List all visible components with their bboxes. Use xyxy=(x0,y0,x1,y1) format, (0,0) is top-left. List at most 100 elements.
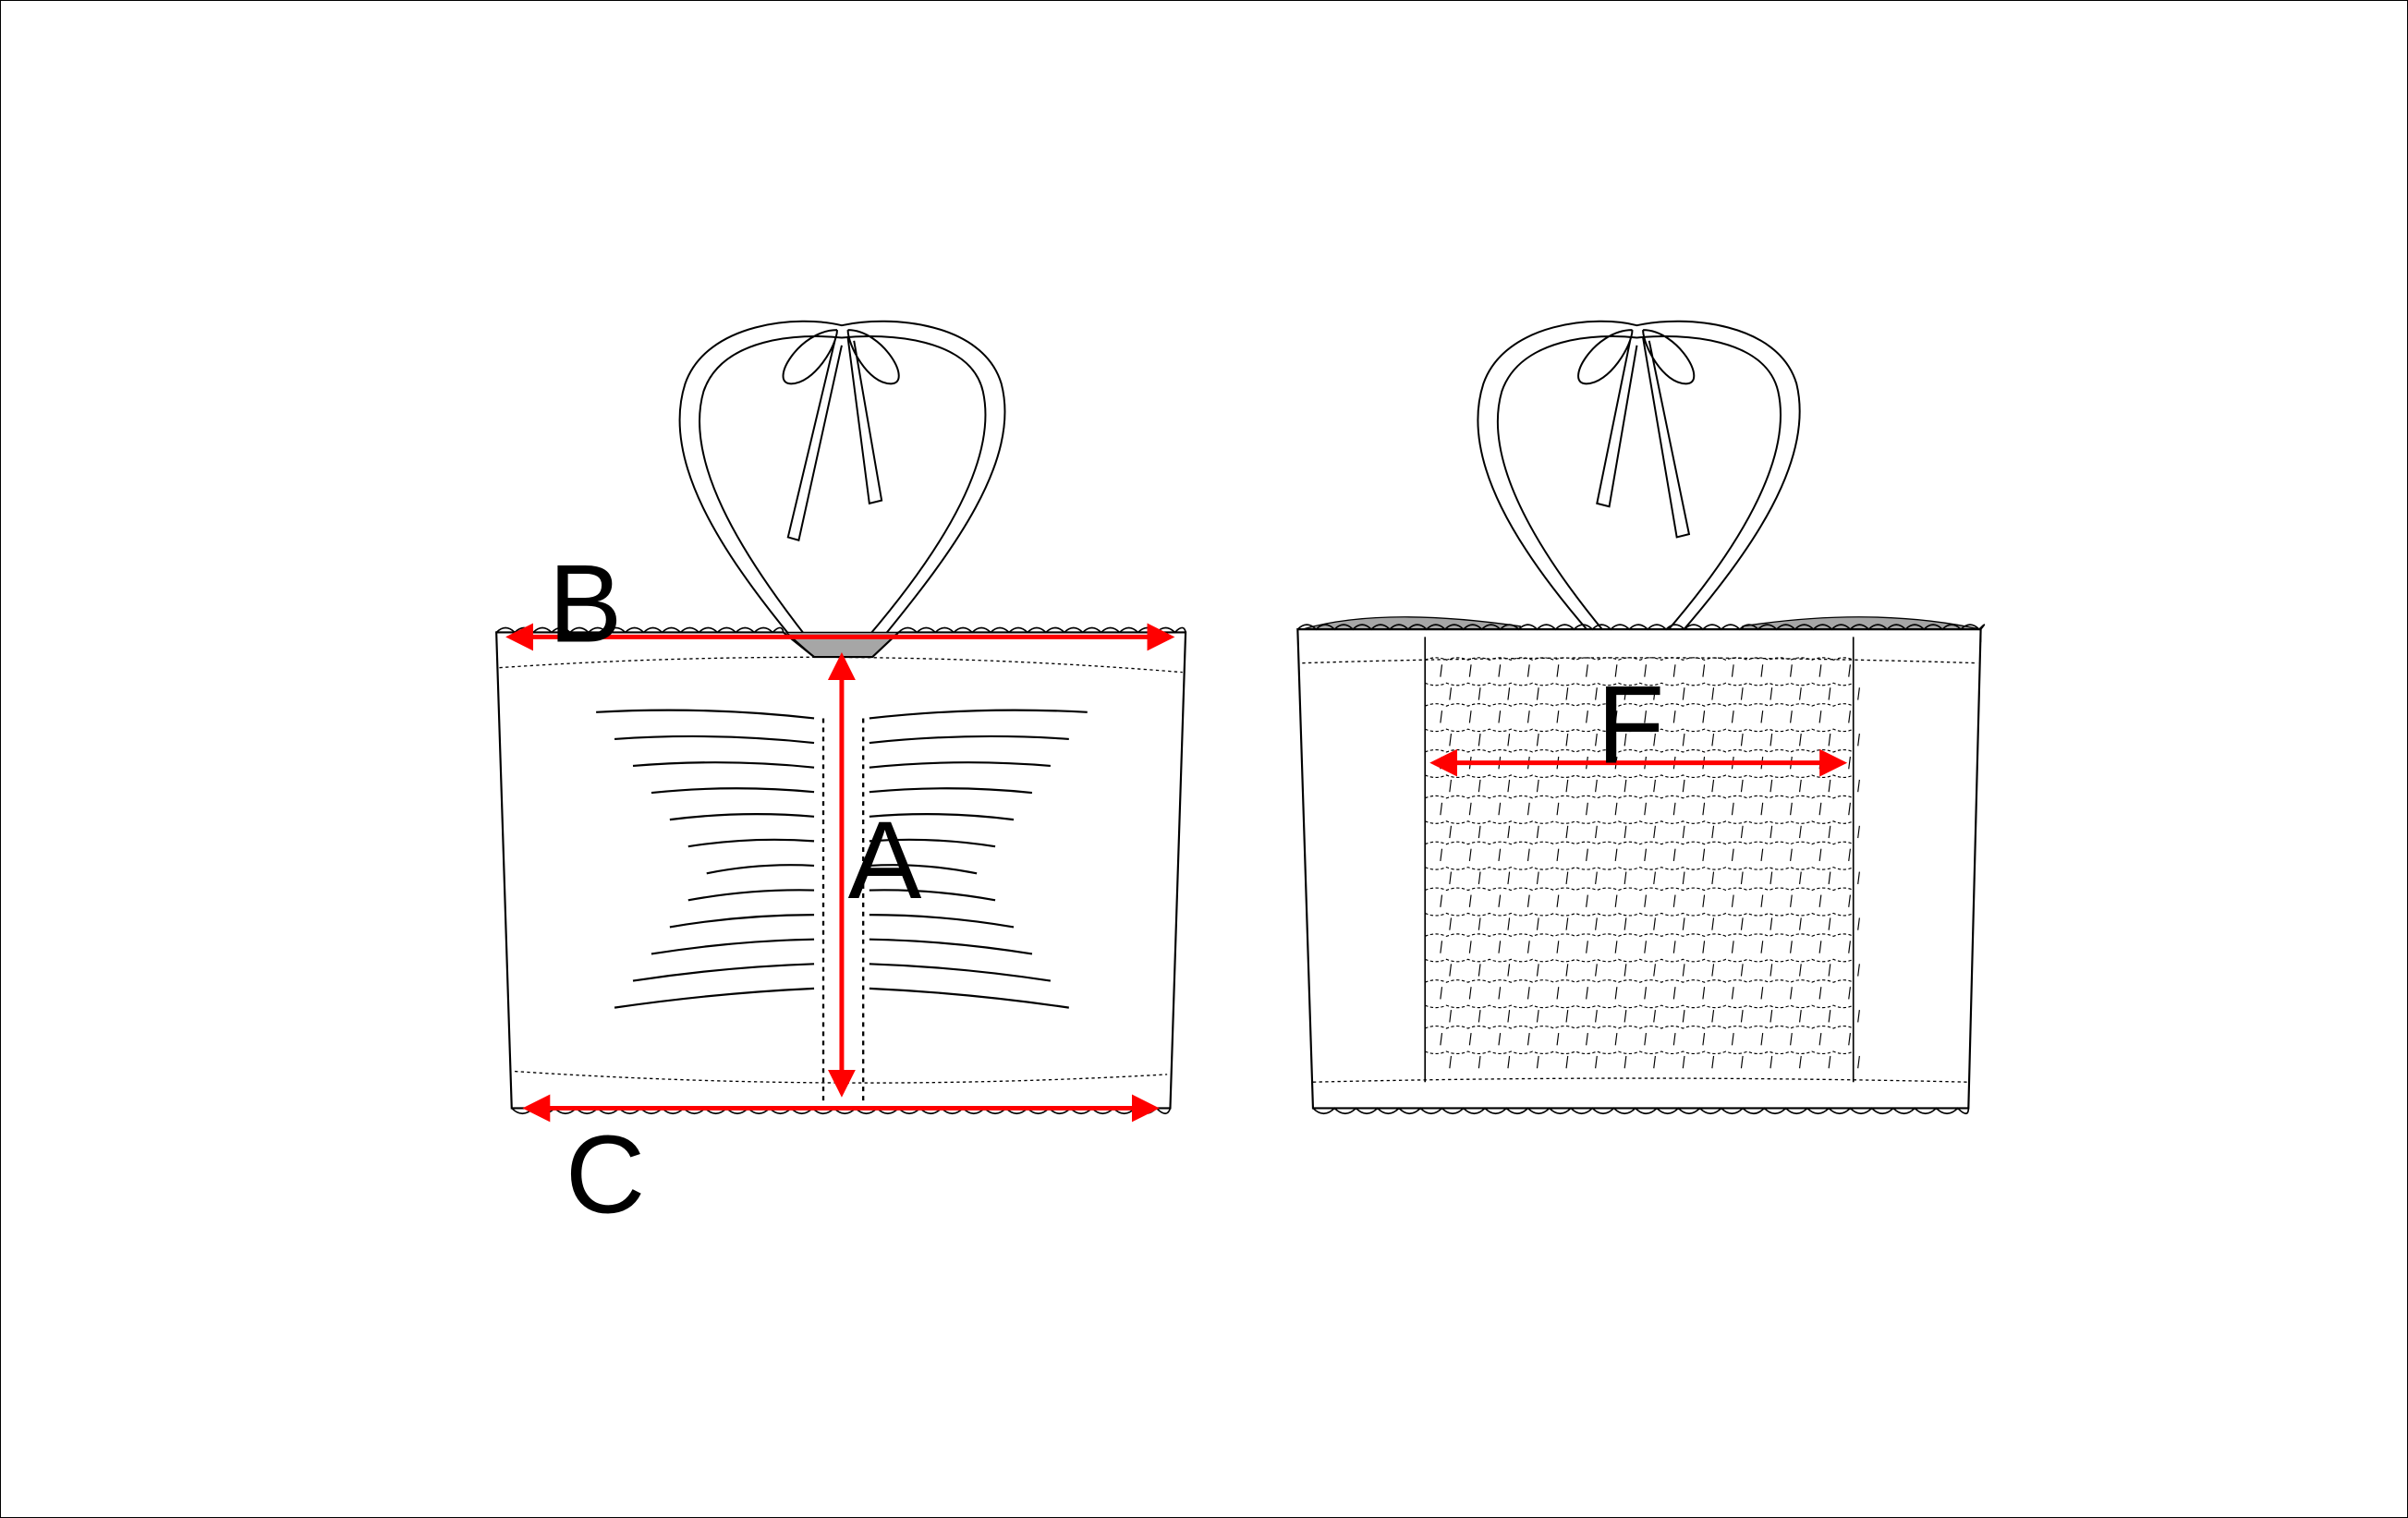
smocking-tack xyxy=(1711,1055,1715,1069)
smocking-tack xyxy=(1702,664,1706,677)
smocking-row xyxy=(1424,728,1854,733)
smocking-tack xyxy=(1682,1010,1685,1023)
smocking-tack xyxy=(1760,710,1764,723)
smocking-tack xyxy=(1711,964,1715,977)
smocking-tack xyxy=(1790,987,1793,1000)
smocking-tack xyxy=(1507,917,1511,930)
smocking-tack xyxy=(1711,917,1715,930)
smocking-tack xyxy=(1857,779,1860,793)
smocking-tack xyxy=(1828,825,1831,839)
smocking-tack xyxy=(1507,1010,1511,1023)
smocking-tack xyxy=(1740,871,1744,884)
smocking-tack xyxy=(1644,848,1648,862)
smocking-tack xyxy=(1760,894,1764,907)
smocking-tack xyxy=(1818,802,1822,816)
ruching-line xyxy=(869,838,996,848)
smocking-tack xyxy=(1449,917,1453,930)
smocking-tack xyxy=(1653,1010,1656,1023)
smocking-tack xyxy=(1478,734,1481,747)
ruching-line xyxy=(869,864,978,875)
smocking-tack xyxy=(1770,734,1773,747)
smocking-tack xyxy=(1478,1055,1481,1069)
smocking-tack xyxy=(1595,964,1598,977)
smocking-tack xyxy=(1440,894,1443,907)
smocking-tack xyxy=(1449,1055,1453,1069)
smocking-tack xyxy=(1828,734,1831,747)
smocking-tack xyxy=(1556,848,1560,862)
smocking-tack xyxy=(1478,779,1481,793)
smocking-row xyxy=(1424,979,1854,983)
smocking-tack xyxy=(1760,987,1764,1000)
smocking-tack xyxy=(1818,848,1822,862)
smocking-tack xyxy=(1624,779,1627,793)
smocking-tack xyxy=(1556,664,1560,677)
smocking-tack xyxy=(1702,802,1706,816)
smocking-tack xyxy=(1790,894,1793,907)
back-top-stitch xyxy=(1302,657,1978,664)
smocking-row xyxy=(1424,933,1854,938)
ruching-line xyxy=(651,938,815,955)
smocking-tack xyxy=(1478,917,1481,930)
smocking-tack xyxy=(1478,964,1481,977)
smocking-tack xyxy=(1672,848,1676,862)
smocking-tack xyxy=(1770,871,1773,884)
smocking-tack xyxy=(1595,687,1598,700)
smocking-tack xyxy=(1682,779,1685,793)
smocking-tack xyxy=(1565,1055,1569,1069)
smocking-tack xyxy=(1526,802,1530,816)
smocking-tack xyxy=(1848,987,1851,1000)
smocking-tack xyxy=(1595,734,1598,747)
smocking-tack xyxy=(1644,802,1648,816)
smocking-tack xyxy=(1672,987,1676,1000)
smocking-tack xyxy=(1848,664,1851,677)
ruching-line xyxy=(669,813,815,821)
smocking-tack xyxy=(1565,964,1569,977)
smocking-tack xyxy=(1672,664,1676,677)
smocking-tack xyxy=(1586,894,1588,907)
smocking-tack xyxy=(1848,894,1851,907)
smocking-tack xyxy=(1731,802,1734,816)
smocking-tack xyxy=(1440,848,1443,862)
smocking-tack xyxy=(1682,871,1685,884)
smocking-tack xyxy=(1468,664,1472,677)
ruching-line xyxy=(869,963,1052,982)
smocking-tack xyxy=(1498,941,1502,953)
smocking-tack xyxy=(1711,871,1715,884)
smocking-tack xyxy=(1498,987,1502,1000)
smocking-tack xyxy=(1556,710,1560,723)
smocking-tack xyxy=(1498,1032,1502,1046)
ruching-line xyxy=(869,813,1015,821)
smocking-tack xyxy=(1711,1010,1715,1023)
smocking-tack xyxy=(1614,664,1618,677)
smocking-tack xyxy=(1440,710,1443,723)
smocking-tack xyxy=(1478,687,1481,700)
smocking-tack xyxy=(1653,779,1656,793)
smocking-tack xyxy=(1857,825,1860,839)
ruching-line xyxy=(614,987,815,1009)
smocking-tack xyxy=(1770,1010,1773,1023)
smocking-tack xyxy=(1682,825,1685,839)
smocking-tack xyxy=(1595,825,1598,839)
smocking-tack xyxy=(1440,1032,1443,1046)
smocking-tack xyxy=(1740,1055,1744,1069)
smocking-tack xyxy=(1790,710,1793,723)
smocking-tack xyxy=(1468,710,1472,723)
smocking-tack xyxy=(1760,664,1764,677)
back-halter-strap xyxy=(1477,320,1801,634)
smocking-tack xyxy=(1711,687,1715,700)
smocking-tack xyxy=(1770,779,1773,793)
smocking-tack xyxy=(1440,987,1443,1000)
smocking-tack xyxy=(1828,779,1831,793)
smocking-tack xyxy=(1798,687,1802,700)
smocking-tack xyxy=(1672,710,1676,723)
smocking-tack xyxy=(1586,1032,1588,1046)
smocking-row xyxy=(1424,1050,1854,1055)
smocking-tack xyxy=(1468,802,1472,816)
smocking-tack xyxy=(1586,802,1588,816)
smocking-tack xyxy=(1440,941,1443,953)
smocking-tack xyxy=(1740,734,1744,747)
ruching-line xyxy=(869,787,1033,795)
front-halter-strap xyxy=(678,320,1006,638)
smocking-tack xyxy=(1731,987,1734,1000)
smocking-tack xyxy=(1682,687,1685,700)
